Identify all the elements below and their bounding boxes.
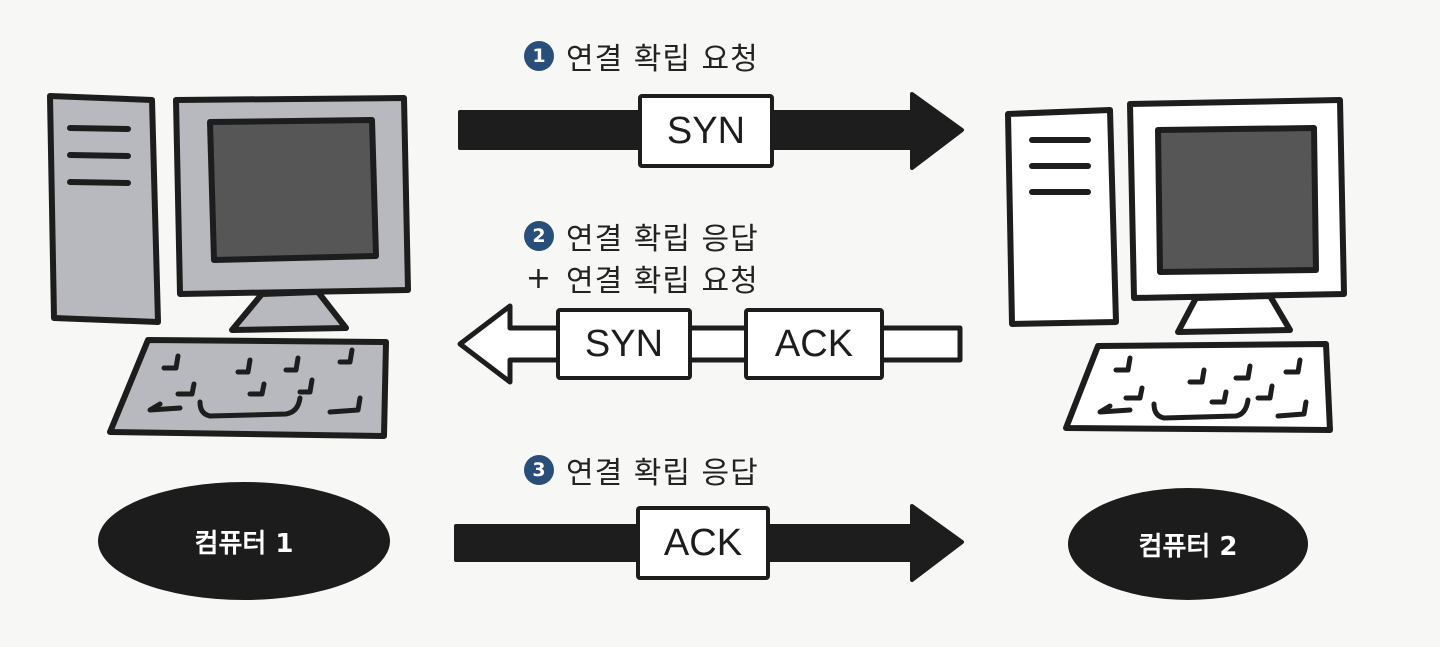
computer-1-label: 컴퓨터 1 [98,482,390,600]
step-3-label: 3 연결 확립 응답 [524,448,759,492]
step-2-text2: 연결 확립 요청 [566,264,759,299]
step-3-number: 3 [524,455,554,485]
segment-ack-step2: ACK [744,308,884,380]
segment-syn-step1: SYN [638,94,774,168]
arrow-step2 [457,303,963,385]
plus-sign: + [525,260,553,296]
step-2-number: 2 [524,221,554,251]
step-2-label-line2: + 연결 확립 요청 [524,256,759,300]
step-2-label: 2 연결 확립 응답 [524,214,759,258]
step-1-text: 연결 확립 요청 [566,42,759,77]
step-2-text: 연결 확립 응답 [566,222,759,257]
segment-ack-step3: ACK [636,506,770,580]
computer-2-icon [1005,97,1347,433]
computer-1-icon [47,93,411,439]
computer-2-label: 컴퓨터 2 [1068,488,1308,600]
segment-syn-step2: SYN [556,308,692,380]
step-1-number: 1 [524,41,554,71]
step-1-label: 1 연결 확립 요청 [524,34,759,78]
step-3-text: 연결 확립 응답 [566,456,759,491]
